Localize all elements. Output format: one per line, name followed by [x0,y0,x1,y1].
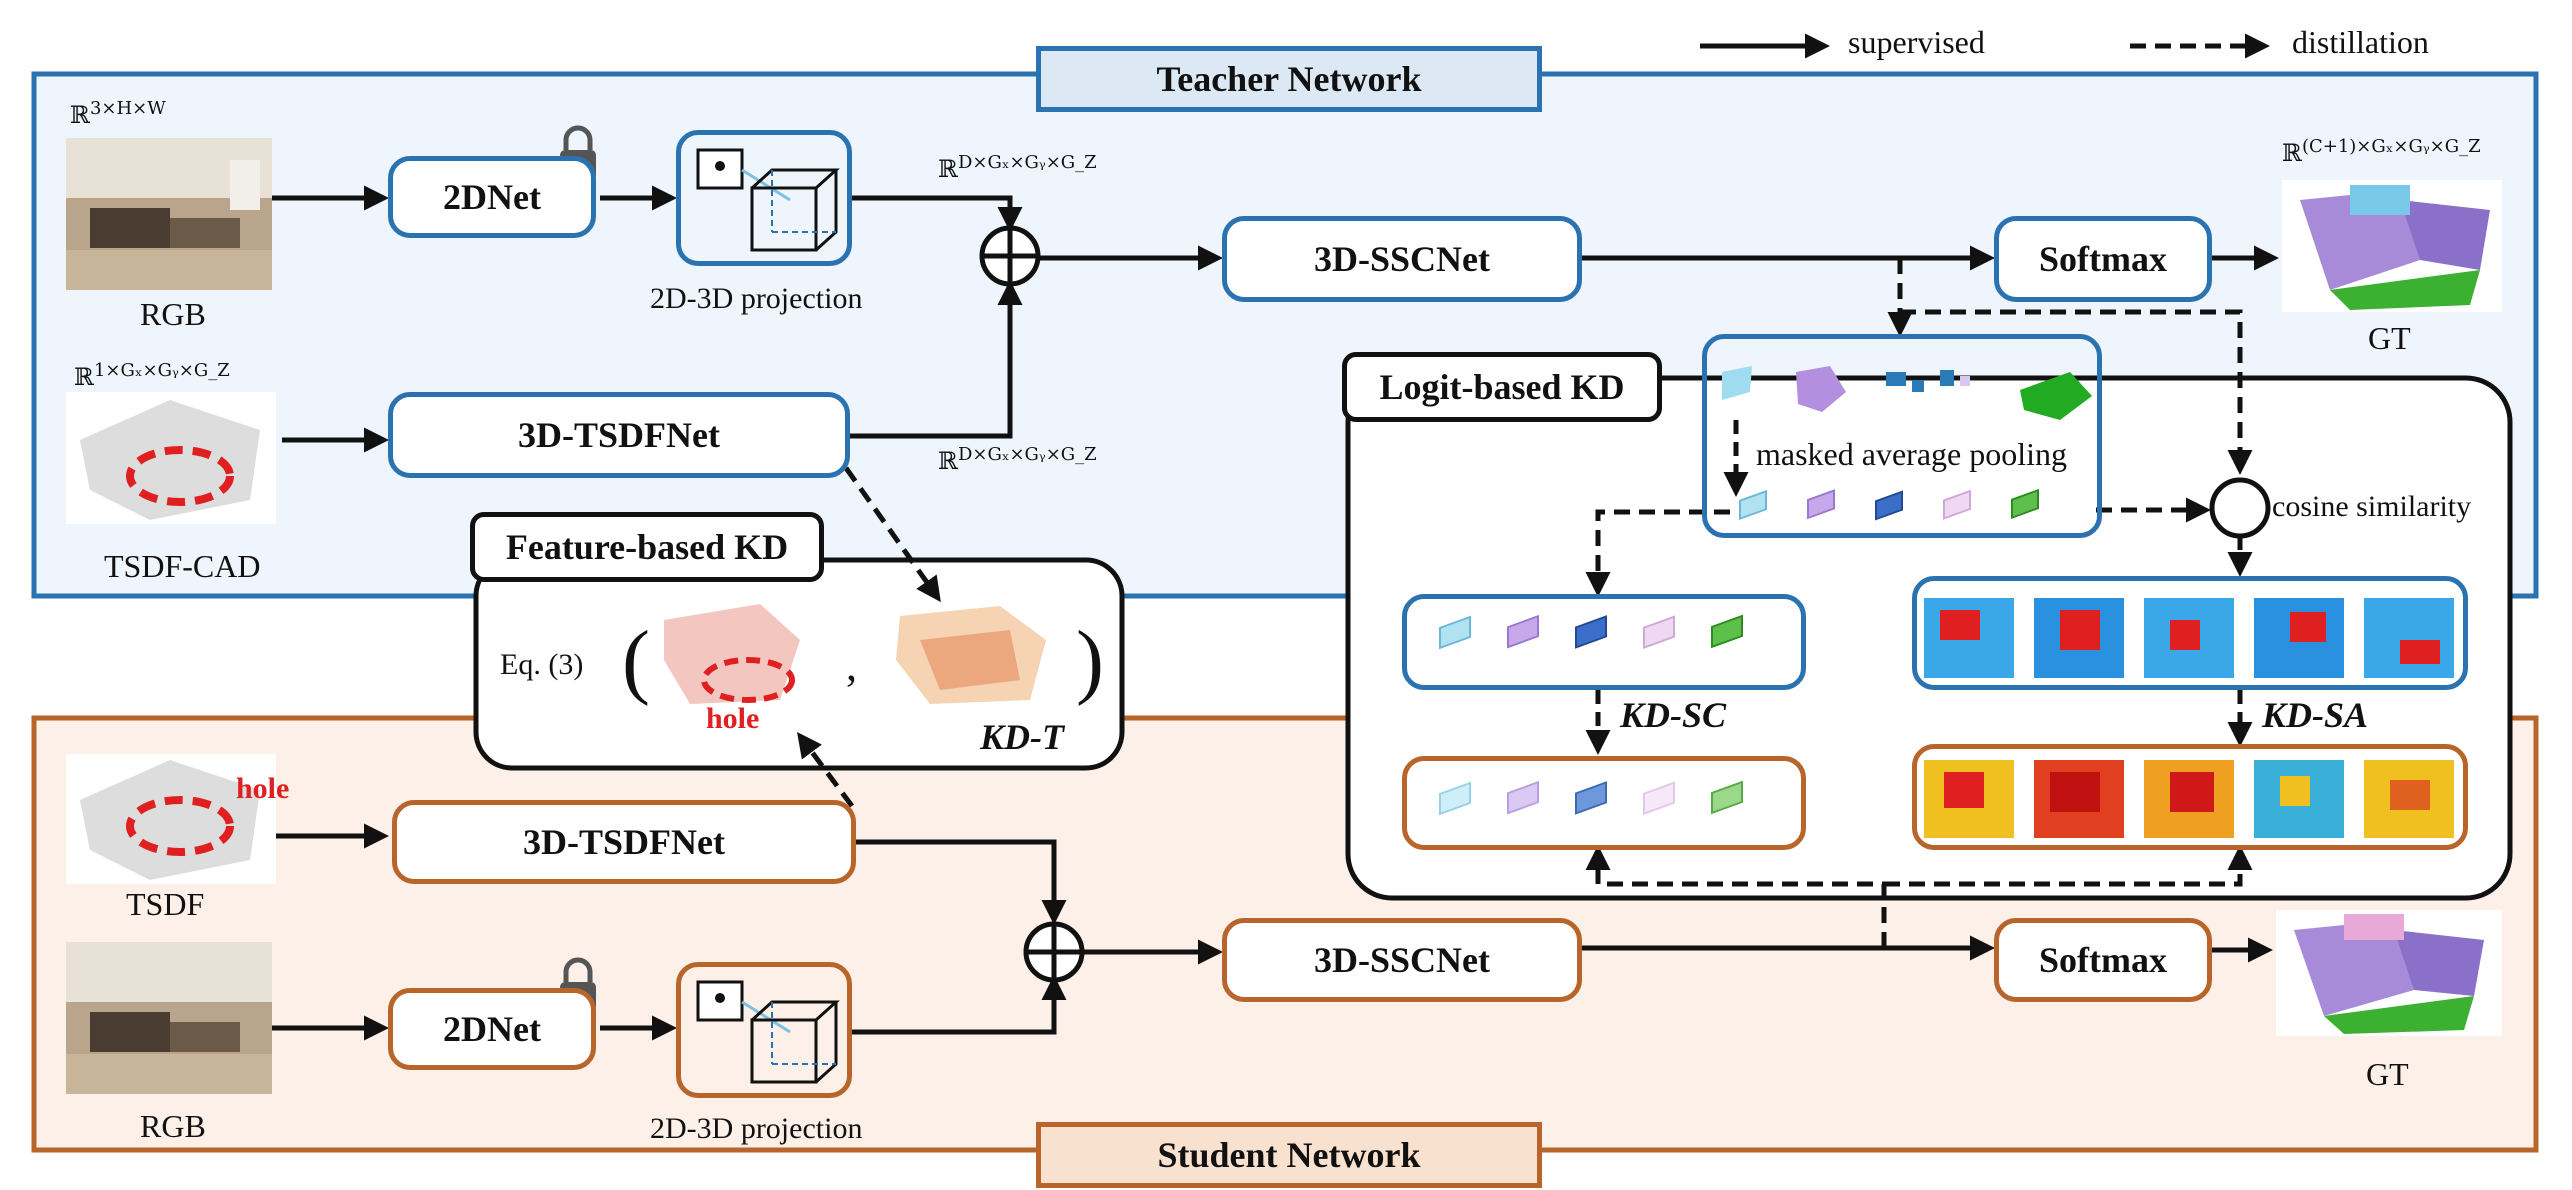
teacher-2dnet: 2DNet [388,156,596,238]
student-rgb-caption: RGB [140,1108,206,1144]
teacher-sscnet: 3D-SSCNet [1222,216,1582,302]
student-gt-thumbnail [2276,910,2502,1036]
teacher-title: Teacher Network [1036,46,1542,112]
student-tsdfnet: 3D-TSDFNet [392,800,856,884]
feature-kd-teacher-cloud [896,606,1046,704]
teacher-projection-icon [696,148,840,252]
kd-sa-teacher-box [1912,576,2468,690]
pooled-cubes-row [1739,488,2039,521]
teacher-output-shape: ℝ(C+1)×Gₓ×Gᵧ×G_Z [2282,136,2481,167]
teacher-gt-thumbnail [2282,180,2502,312]
feature-kd-title: Feature-based KD [470,512,824,582]
student-rgb-thumbnail [66,942,272,1094]
feature-kd-eq: Eq. (3) [500,648,584,681]
teacher-tsdf-thumbnail [66,392,276,524]
teacher-softmax: Softmax [1994,216,2212,302]
teacher-projection-box [676,130,852,266]
feature-kd-comma: , [846,641,857,690]
pooling-class-masks [1722,366,2092,420]
kd-sc-teacher-box [1402,594,1806,690]
pooling-label: masked average pooling [1756,436,2067,472]
sum-node-student [1023,921,1085,983]
student-tsdf-caption: TSDF [126,886,205,922]
logit-kd-title: Logit-based KD [1342,352,1662,422]
teacher-rgb-thumbnail [66,138,272,290]
feature-kd-kdt: KD-T [980,717,1064,757]
student-tsdf-thumbnail [66,754,276,884]
student-hole-label: hole [236,772,290,805]
student-softmax: Softmax [1994,918,2212,1002]
kd-sa-label: KD-SA [2262,695,2369,735]
student-projection-icon [696,980,840,1084]
teacher-rgb-shape: ℝ3×H×W [70,98,166,129]
student-projection-box [676,962,852,1098]
sum-node-teacher [979,225,1041,287]
student-2dnet: 2DNet [388,988,596,1070]
teacher-tsdf-shape: ℝ1×Gₓ×Gᵧ×G_Z [74,360,230,391]
teacher-feat-shape-top: ℝD×Gₓ×Gᵧ×G_Z [938,152,1097,183]
feature-kd-hole: hole [706,702,760,735]
kd-sc-student-cubes [1439,780,1743,816]
kd-sc-student-box [1402,756,1806,850]
student-sscnet: 3D-SSCNet [1222,918,1582,1002]
kd-sa-teacher-maps [1924,598,2454,678]
teacher-rgb-caption: RGB [140,296,206,332]
kd-sa-student-box [1912,744,2468,850]
feature-kd-student-cloud [664,604,800,704]
feature-kd-close-paren: ) [1076,614,1104,707]
cosine-label: cosine similarity [2272,490,2472,523]
kd-sc-label: KD-SC [1620,695,1727,735]
feature-kd-open-paren: ( [622,614,650,707]
cosine-node [2209,477,2271,539]
kd-sa-student-maps [1924,760,2454,838]
legend-distillation-label: distillation [2292,24,2429,60]
kd-sc-teacher-cubes [1439,614,1743,650]
teacher-tsdf-caption: TSDF-CAD [104,548,261,584]
legend-supervised-label: supervised [1848,24,1985,60]
student-gt-caption: GT [2366,1056,2409,1092]
teacher-projection-caption: 2D-3D projection [650,282,863,315]
student-title: Student Network [1036,1122,1542,1188]
student-projection-caption: 2D-3D projection [650,1112,863,1145]
pooling-box [1702,334,2102,538]
teacher-gt-caption: GT [2368,320,2411,356]
teacher-feat-shape-bottom: ℝD×Gₓ×Gᵧ×G_Z [938,444,1097,475]
teacher-tsdfnet: 3D-TSDFNet [388,392,850,478]
